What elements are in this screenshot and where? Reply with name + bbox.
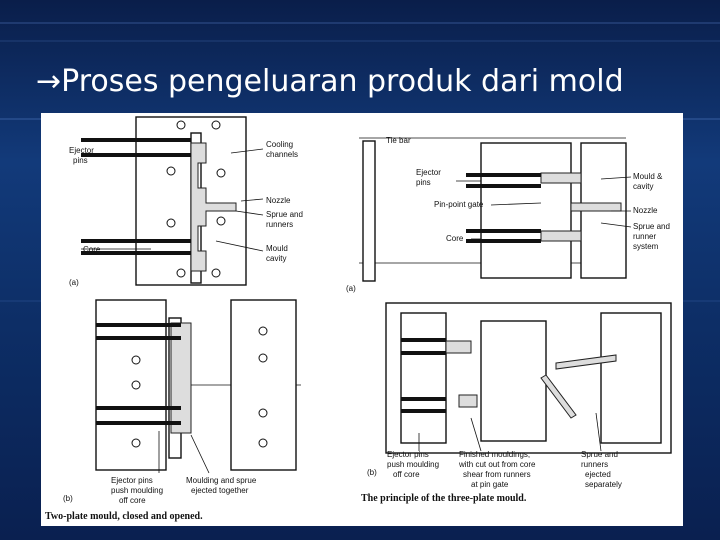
- tag-a-right: (a): [346, 284, 356, 293]
- label-nozzle-b: Nozzle: [633, 206, 658, 215]
- caption-two-plate: Two-plate mould, closed and opened.: [45, 511, 203, 522]
- tag-b-right: (b): [367, 468, 377, 477]
- caption-three-plate: The principle of the three-plate mould.: [361, 493, 527, 504]
- slide-title: →Proses pengeluaran produk dari mold: [36, 64, 624, 99]
- label-core-a: Core: [83, 245, 101, 254]
- label-mould-cavity-b: Mould &cavity: [633, 172, 663, 191]
- slide-title-text: Proses pengeluaran produk dari mold: [61, 64, 624, 99]
- tag-a-left: (a): [69, 278, 79, 287]
- arrow-icon: →: [36, 64, 62, 99]
- label-core-b: Core: [446, 234, 464, 243]
- tag-b-left: (b): [63, 494, 73, 503]
- label-tie-bar: Tie bar: [386, 136, 411, 145]
- label-finished-mouldings: Finished mouldings,with cut out from cor…: [458, 450, 536, 489]
- label-nozzle-a: Nozzle: [266, 196, 291, 205]
- label-pin-point-gate: Pin-point gate: [434, 200, 484, 209]
